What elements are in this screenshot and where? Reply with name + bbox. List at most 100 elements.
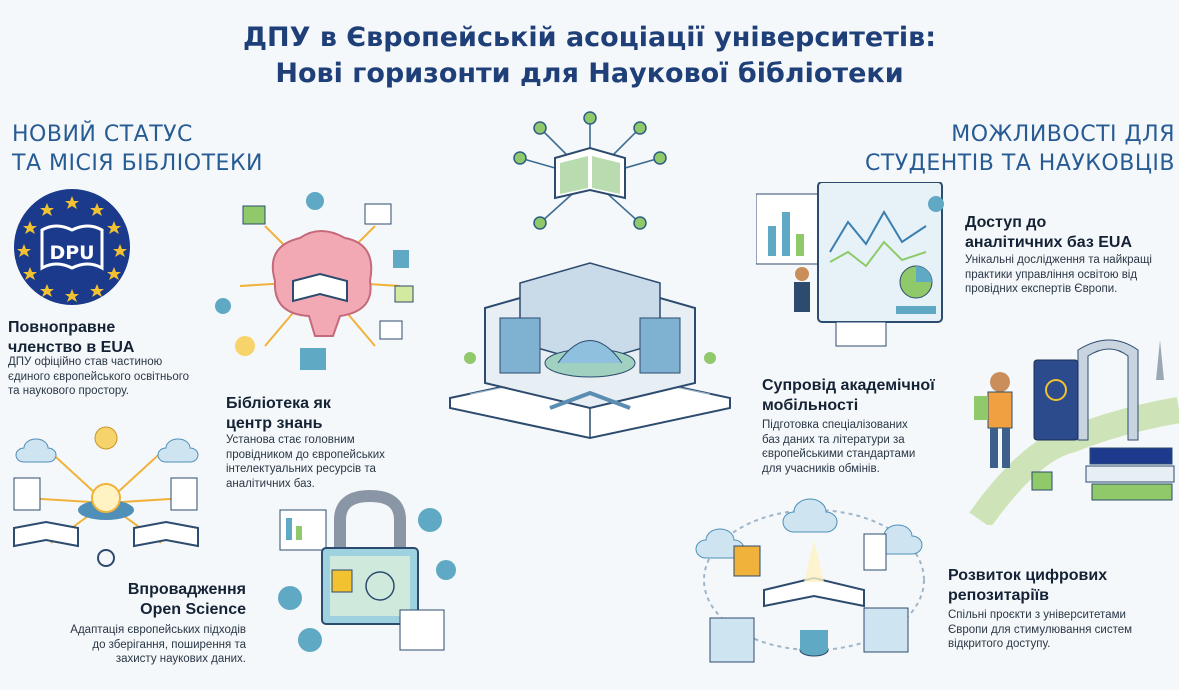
center-desc-line-4: аналітичних баз. — [226, 477, 315, 490]
eu-stars-icon — [17, 196, 127, 302]
cloud-icon — [15, 438, 57, 463]
access-desc-line-1: Унікальні дослідження та найкращі — [965, 254, 1152, 266]
book-icon — [300, 348, 326, 370]
lightbulb-icon — [94, 426, 118, 450]
center-desc-line-2: провідником до європейських — [226, 448, 385, 461]
eua-desc-line-3: та наукового простору. — [8, 385, 129, 397]
lightbulb-icon — [235, 336, 255, 356]
mobility-heading-line-1: Супровід академічної — [762, 377, 935, 394]
server-rack-icon — [863, 607, 909, 653]
tree-icon — [704, 352, 716, 364]
people-icon — [215, 298, 231, 314]
open-book-icon — [292, 272, 348, 303]
open-heading-line-2: Open Science — [140, 601, 246, 618]
open-heading-line-1: Впровадження — [127, 581, 246, 598]
mobility-heading-line-2: мобільності — [762, 397, 859, 414]
gear-icon — [418, 508, 442, 532]
gear-icon — [298, 628, 322, 652]
gear-icon — [928, 196, 944, 212]
left-section-heading: НОВИЙ СТАТУС ТА МІСІЯ БІБЛІОТЕКИ — [12, 120, 263, 178]
eua-membership-heading: Повноправне членство в EUA — [8, 318, 134, 358]
open-book-icon — [133, 520, 199, 548]
cloud-icon — [782, 498, 838, 533]
eua-desc-line-1: ДПУ офіційно став частиною — [8, 356, 163, 368]
center-desc-line-1: Установа стає головним — [226, 434, 355, 446]
cube-icon — [394, 285, 414, 303]
eua-desc-line-2: єдиного європейського освітнього — [8, 370, 190, 383]
open-science-description: Адаптація європейських підходів до збері… — [20, 623, 246, 667]
folder-icon — [733, 545, 761, 577]
title-line-1: ДПУ в Європейській асоціації університет… — [242, 22, 937, 53]
repo-desc-line-1: Спільні проєкти з університетами — [948, 609, 1126, 621]
right-section-line-1: МОЖЛИВОСТІ ДЛЯ — [951, 122, 1175, 147]
cube-icon — [1031, 471, 1053, 491]
book-icon — [379, 320, 403, 340]
university-building-icon — [484, 262, 696, 410]
document-stack-icon — [399, 609, 445, 651]
brain-knowledge-illustration — [215, 192, 414, 370]
server-icon — [393, 250, 409, 268]
title-line-2: Нові горизонти для Наукової бібліотеки — [275, 58, 904, 89]
gear-icon — [436, 560, 456, 580]
center-heading-line-1: Бібліотека як — [226, 395, 331, 412]
server-rack-icon — [709, 617, 755, 663]
open-book-icon — [13, 520, 79, 548]
mobility-description: Підготовка спеціалізованих баз даних та … — [762, 418, 915, 476]
arch-icon — [1077, 339, 1139, 441]
digital-repository-illustration — [695, 498, 925, 663]
right-section-heading: МОЖЛИВОСТІ ДЛЯ СТУДЕНТІВ ТА НАУКОВЦІВ — [865, 120, 1175, 178]
eua-access-heading: Доступ до аналітичних баз EUA — [965, 213, 1132, 253]
repo-desc-line-2: Європи для стимулювання систем — [948, 623, 1133, 636]
data-security-illustration — [278, 490, 456, 652]
padlock-shackle-icon — [334, 490, 406, 550]
center-heading-line-2: центр знань — [226, 415, 323, 432]
small-lock-icon — [331, 569, 353, 593]
access-heading-line-1: Доступ до — [965, 214, 1047, 231]
gear-icon — [306, 192, 324, 210]
mobility-desc-line-3: європейськими стандартами — [762, 448, 916, 460]
mobility-desc-line-1: Підготовка спеціалізованих — [762, 419, 908, 431]
magnifier-icon — [97, 549, 115, 567]
open-science-heading: Впровадження Open Science — [20, 580, 246, 620]
central-library-illustration — [449, 111, 731, 440]
document-icon — [13, 477, 41, 511]
document-icon — [170, 477, 198, 511]
cloud-icon — [157, 438, 199, 463]
main-title: ДПУ в Європейській асоціації університет… — [0, 20, 1179, 92]
person-icon — [795, 267, 809, 281]
right-section-line-2: СТУДЕНТІВ ТА НАУКОВЦІВ — [864, 151, 1175, 176]
center-desc-line-3: інтелектуальних ресурсів та — [226, 463, 376, 475]
repositories-heading: Розвиток цифрових репозитаріїв — [948, 566, 1107, 606]
open-desc-line-3: захисту наукових даних. — [115, 653, 246, 665]
repo-desc-line-3: відкритого доступу. — [948, 638, 1051, 650]
library-center-description: Установа стає головним провідником до єв… — [226, 433, 385, 491]
dpu-eu-logo: DPU — [14, 189, 130, 305]
repo-heading-line-2: репозитаріїв — [948, 587, 1049, 604]
student-icon — [990, 372, 1010, 392]
eu-book-icon — [1089, 447, 1173, 465]
repo-heading-line-1: Розвиток цифрових — [948, 567, 1108, 584]
document-icon — [835, 321, 887, 347]
academic-mobility-illustration — [969, 339, 1179, 525]
eua-access-description: Унікальні дослідження та найкращі практи… — [965, 253, 1177, 297]
eua-heading-line-1: Повноправне — [8, 319, 116, 336]
eua-membership-description: ДПУ офіційно став частиною єдиного європ… — [8, 355, 189, 399]
tree-icon — [464, 352, 476, 364]
logo-text: DPU — [49, 242, 94, 264]
server-icon — [863, 533, 887, 571]
open-desc-line-1: Адаптація європейських підходів — [70, 624, 246, 636]
open-book-icon — [763, 576, 865, 608]
mobility-heading: Супровід академічної мобільності — [762, 376, 935, 416]
open-desc-line-2: до зберігання, поширення та — [92, 638, 246, 651]
book-icon — [364, 203, 392, 225]
open-science-illustration — [13, 426, 199, 567]
book-icon — [242, 205, 266, 225]
library-center-heading: Бібліотека як центр знань — [226, 394, 331, 434]
tower-icon — [1156, 340, 1164, 380]
access-heading-line-2: аналітичних баз EUA — [965, 234, 1133, 251]
access-desc-line-3: провідних експертів Європи. — [965, 283, 1118, 295]
repositories-description: Спільні проєкти з університетами Європи … — [948, 608, 1132, 652]
book-icon — [1085, 465, 1175, 483]
eua-heading-line-2: членство в EUA — [8, 339, 135, 356]
mobility-desc-line-4: для учасників обмінів. — [762, 462, 880, 475]
